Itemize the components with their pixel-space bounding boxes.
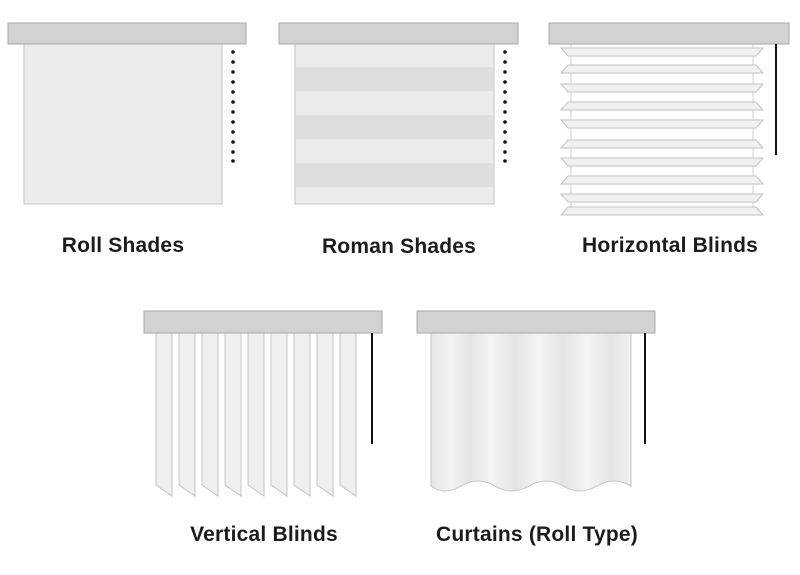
curtain-illustration — [416, 310, 656, 492]
label-roman-shades: Roman Shades — [321, 235, 477, 258]
roman-shade-bead-chain — [503, 50, 507, 163]
roman-shade-folds — [296, 67, 493, 187]
label-roll-shades: Roll Shades — [61, 234, 185, 257]
label-horizontal-blinds: Horizontal Blinds — [581, 234, 759, 257]
roll-shade-headrail — [7, 22, 247, 45]
label-curtains-roll-type: Curtains (Roll Type) — [436, 523, 638, 546]
roll-shade-illustration — [7, 22, 247, 205]
vertical-blinds-headrail — [143, 310, 383, 334]
label-vertical-blinds: Vertical Blinds — [190, 523, 338, 546]
horizontal-slats — [559, 47, 765, 216]
roll-shade-bead-chain — [231, 50, 235, 163]
vertical-blinds-illustration — [143, 310, 383, 497]
curtain-fabric — [430, 332, 632, 492]
vertical-vanes — [155, 332, 357, 497]
horizontal-blinds-headrail — [548, 22, 790, 45]
roll-shade-fabric — [23, 43, 223, 205]
horizontal-blinds-illustration — [548, 22, 790, 216]
roman-shade-illustration — [278, 22, 519, 205]
roman-shade-headrail — [278, 22, 519, 45]
curtain-headrail — [416, 310, 656, 334]
